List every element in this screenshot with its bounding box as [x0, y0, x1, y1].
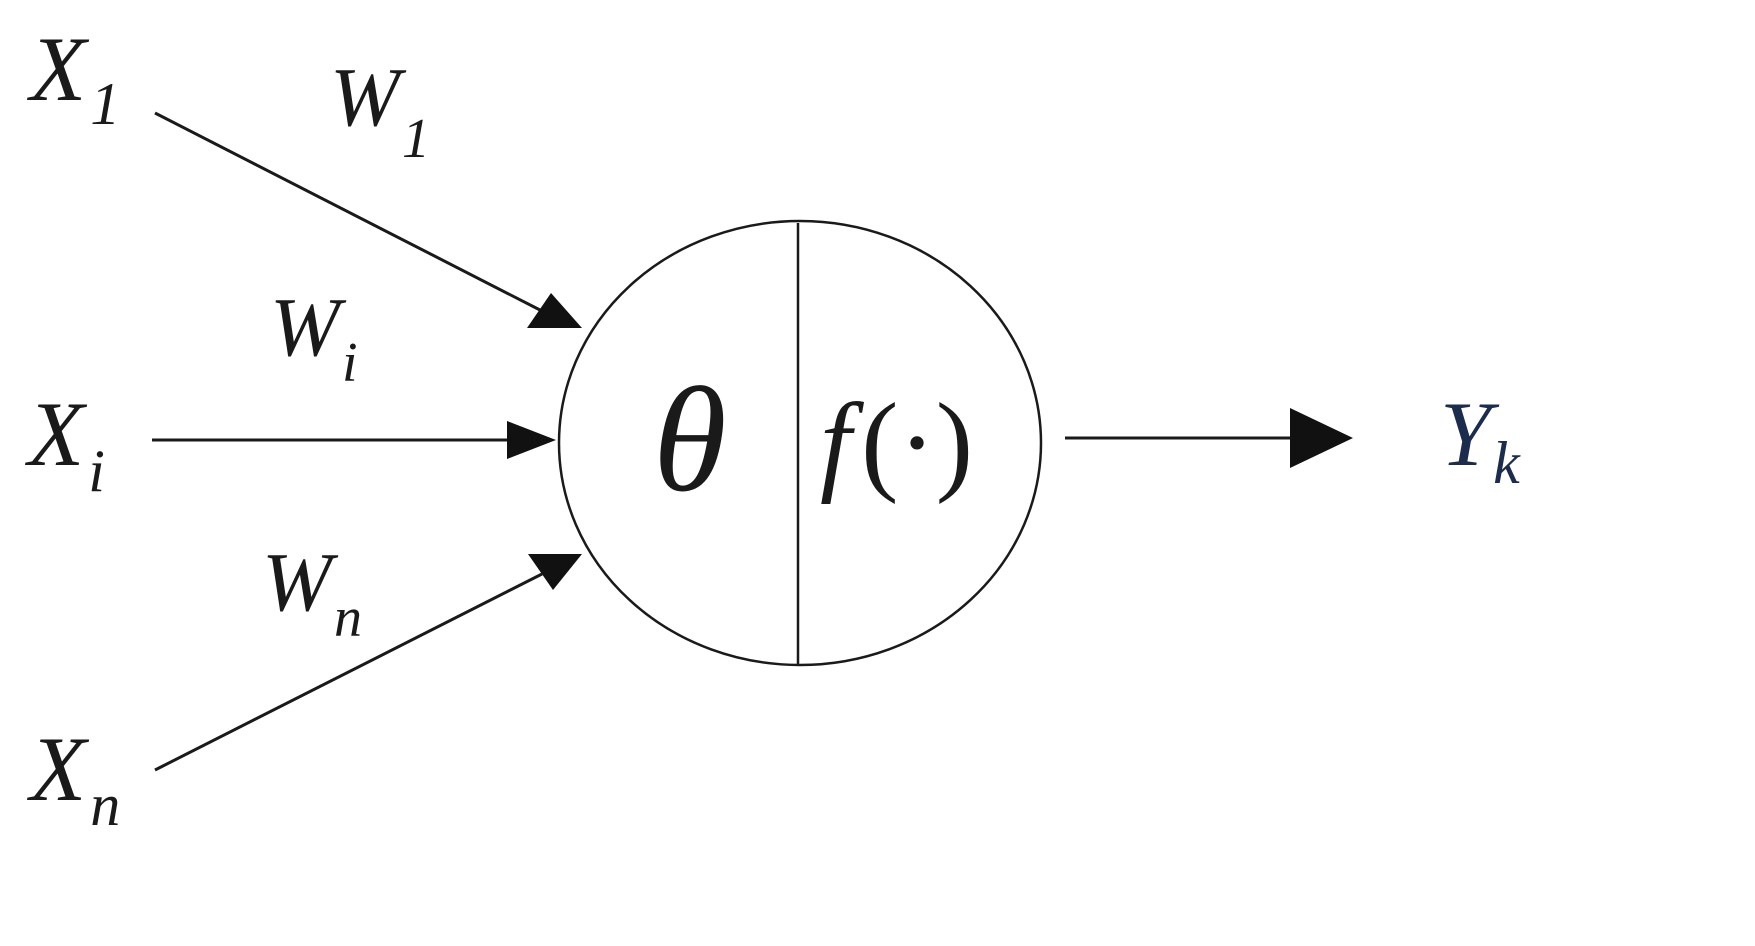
weight-w1-label: W1 [330, 51, 430, 170]
output-yk-label: Yk [1440, 383, 1521, 496]
neuron-circle [557, 219, 1043, 667]
weight-wn-label: Wn [262, 536, 362, 649]
edge-x1-to-neuron [154, 111, 541, 312]
arrowhead-x1 [527, 293, 582, 328]
weight-wi-label: Wi [270, 281, 358, 394]
input-x1-label: X1 [26, 18, 120, 137]
arrowhead-output [1290, 408, 1353, 468]
threshold-symbol: θ [653, 357, 727, 523]
edge-xn-to-neuron [154, 572, 543, 772]
input-xi-label: Xi [24, 383, 105, 504]
arrowhead-xn [528, 554, 582, 590]
input-xn-label: Xn [26, 718, 120, 838]
activation-function-label: f(·) [820, 381, 973, 505]
arrowhead-xi [507, 421, 556, 459]
